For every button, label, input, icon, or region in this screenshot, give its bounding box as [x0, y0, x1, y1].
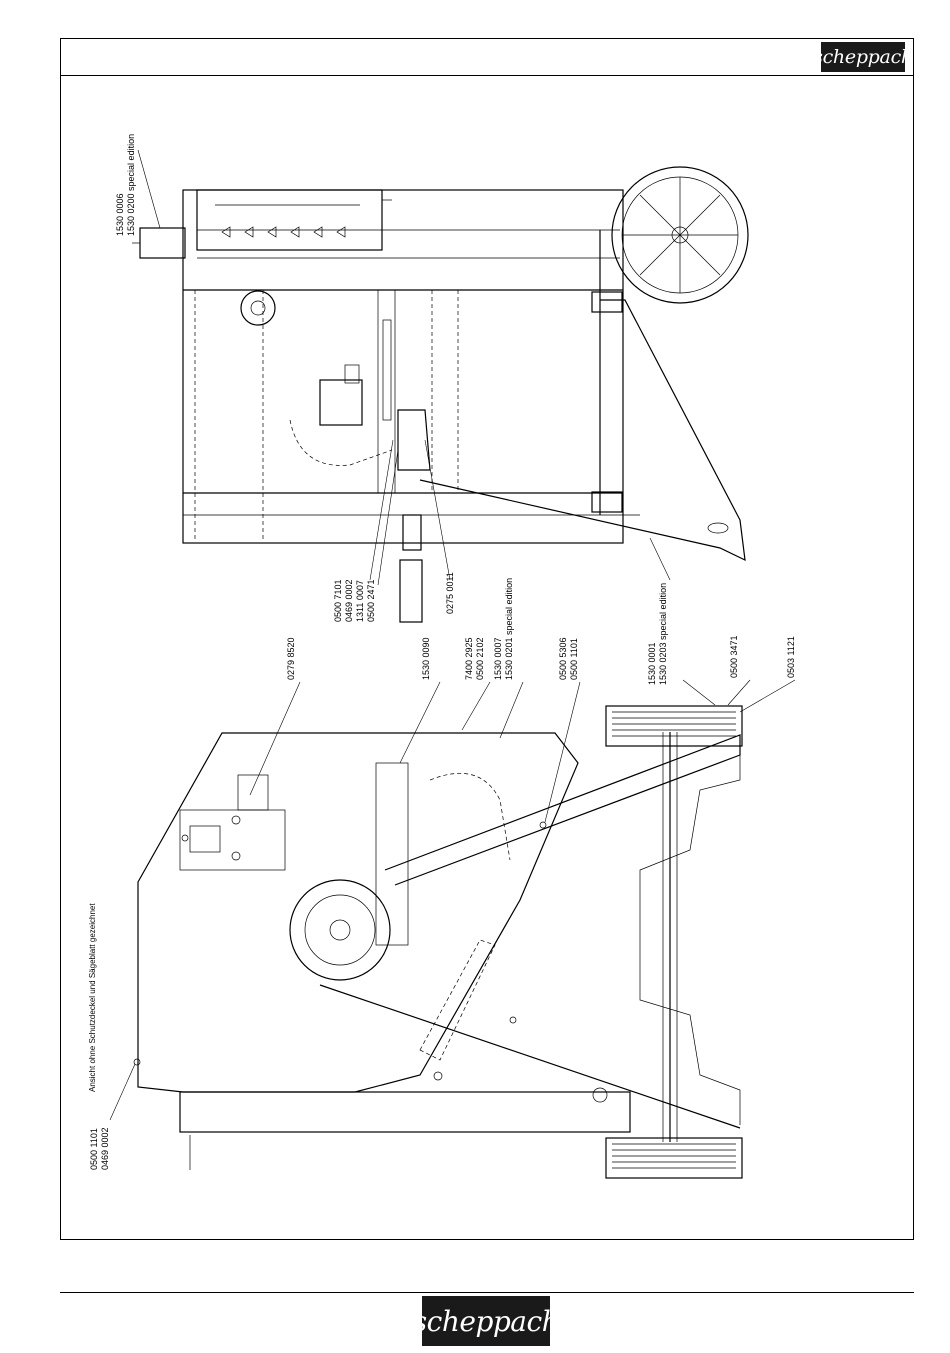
label-frame-1: 1530 0001: [647, 642, 657, 685]
label-wheel: 0503 1121: [786, 636, 796, 678]
leader-lines: [109, 149, 796, 1121]
label-guard: 1530 0090: [421, 637, 431, 680]
label-switch: 0279 8520: [286, 637, 296, 680]
label-bottom-1: 0500 1101: [89, 1128, 99, 1170]
label-frame-2: 1530 0203 special edition: [658, 583, 668, 685]
footer-rule: [60, 1292, 914, 1293]
label-bottom-2: 0469 0002: [100, 1127, 110, 1170]
lower-view-machine: [133, 705, 743, 1179]
label-pair-a-2: 0500 2102: [475, 637, 485, 680]
drawing-frame: scheppach: [60, 38, 914, 1240]
label-motor: 0275 0011: [445, 572, 455, 614]
brand-logo-footer: scheppach: [413, 1296, 560, 1346]
label-pair-b-1: 1530 0007: [493, 637, 503, 680]
label-pair-c-2: 0500 1101: [569, 638, 579, 680]
upper-view-machine: [132, 166, 749, 623]
label-pair-b-2: 1530 0201 special edition: [504, 578, 514, 680]
label-group-a-4: 0500 2471: [366, 579, 376, 622]
header-bar: scheppach: [61, 39, 913, 76]
brand-logo-small: scheppach: [813, 42, 913, 72]
technical-drawing: 1530 0006 1530 0200 special edition 0500…: [88, 134, 796, 1179]
label-group-a-3: 1311 0007: [355, 580, 365, 622]
label-top-1: 1530 0006: [115, 193, 125, 236]
label-pair-c-1: 0500 5306: [558, 637, 568, 680]
label-group-a-1: 0500 7101: [333, 579, 343, 622]
label-group-a-2: 0469 0002: [344, 579, 354, 622]
note-text: Ansicht ohne Schutzdeckel und Sägeblatt …: [88, 903, 97, 1092]
label-top-2: 1530 0200 special edition: [126, 134, 136, 236]
label-wheel-cap: 0500 3471: [729, 635, 739, 678]
label-pair-a-1: 7400 2925: [464, 637, 474, 680]
